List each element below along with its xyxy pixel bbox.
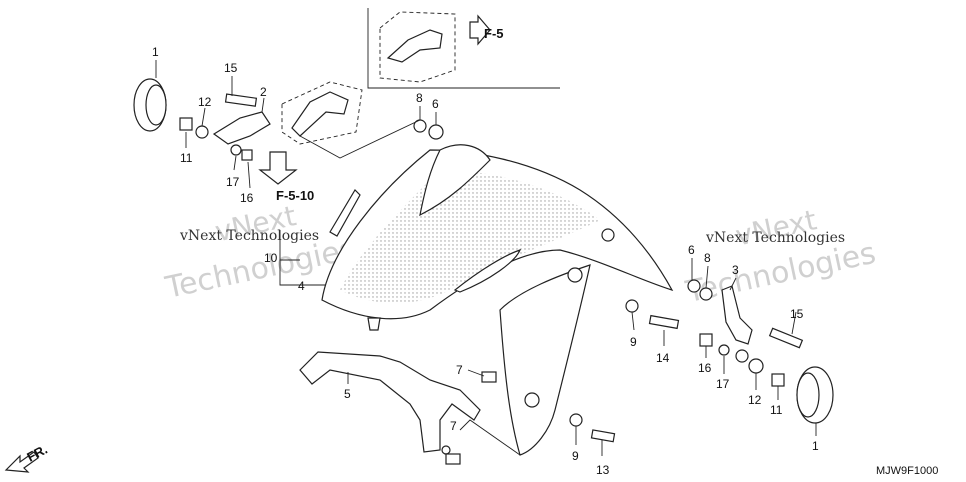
ref-f5: F-5 (484, 26, 504, 41)
arrow-right-icon (469, 14, 491, 46)
callout-13: 13 (596, 463, 610, 477)
callout-5: 5 (344, 387, 351, 401)
callout-15-left: 15 (224, 61, 238, 75)
callout-6-right: 6 (688, 243, 695, 257)
callout-16-left: 16 (240, 191, 254, 205)
callout-11-left: 11 (180, 151, 193, 165)
callout-2: 2 (260, 85, 267, 99)
front-arrow-icon (4, 451, 39, 473)
callout-7-upper: 7 (456, 363, 463, 377)
callout-9-upper: 9 (630, 335, 637, 349)
front-fender (321, 144, 674, 456)
callout-11-right: 11 (770, 403, 783, 417)
leader-lines (155, 60, 817, 456)
ref-f510: F-5-10 (276, 188, 314, 203)
callout-14: 14 (656, 351, 670, 365)
hardware-left (133, 78, 271, 161)
callout-1-left: 1 (152, 45, 159, 59)
callout-8-top: 8 (416, 91, 423, 105)
hardware-top (413, 119, 444, 140)
diagram-code: MJW9F1000 (876, 465, 938, 477)
watermark-small-right: vNext Technologies (705, 230, 845, 246)
watermark-right-line2: Technologies (682, 236, 879, 311)
arrow-down-icon (258, 151, 298, 185)
callout-15-right: 15 (790, 307, 804, 321)
callout-3: 3 (732, 263, 739, 277)
callout-16-right: 16 (698, 361, 712, 375)
watermark-small-left: vNext Technologies (179, 228, 319, 244)
callout-17-right: 17 (716, 377, 730, 391)
callout-8-right: 8 (704, 251, 711, 265)
callout-17-left: 17 (226, 175, 240, 189)
fender-stay (299, 351, 481, 455)
callout-1-right: 1 (812, 439, 819, 453)
callout-4: 4 (298, 279, 305, 293)
callout-6-top: 6 (432, 97, 439, 111)
callouts: 1 15 2 12 11 17 16 8 6 10 4 5 7 7 9 14 9… (152, 45, 819, 477)
callout-7-lower: 7 (450, 419, 457, 433)
reference-box-f5: F-5 (367, 8, 560, 89)
front-direction: FR. (4, 442, 50, 473)
bracket-detail-left: F-5-10 (258, 81, 363, 203)
callout-12-left: 12 (198, 95, 212, 109)
callout-9-lower: 9 (572, 449, 579, 463)
callout-10: 10 (264, 251, 278, 265)
callout-12-right: 12 (748, 393, 762, 407)
hardware-right (445, 279, 834, 465)
